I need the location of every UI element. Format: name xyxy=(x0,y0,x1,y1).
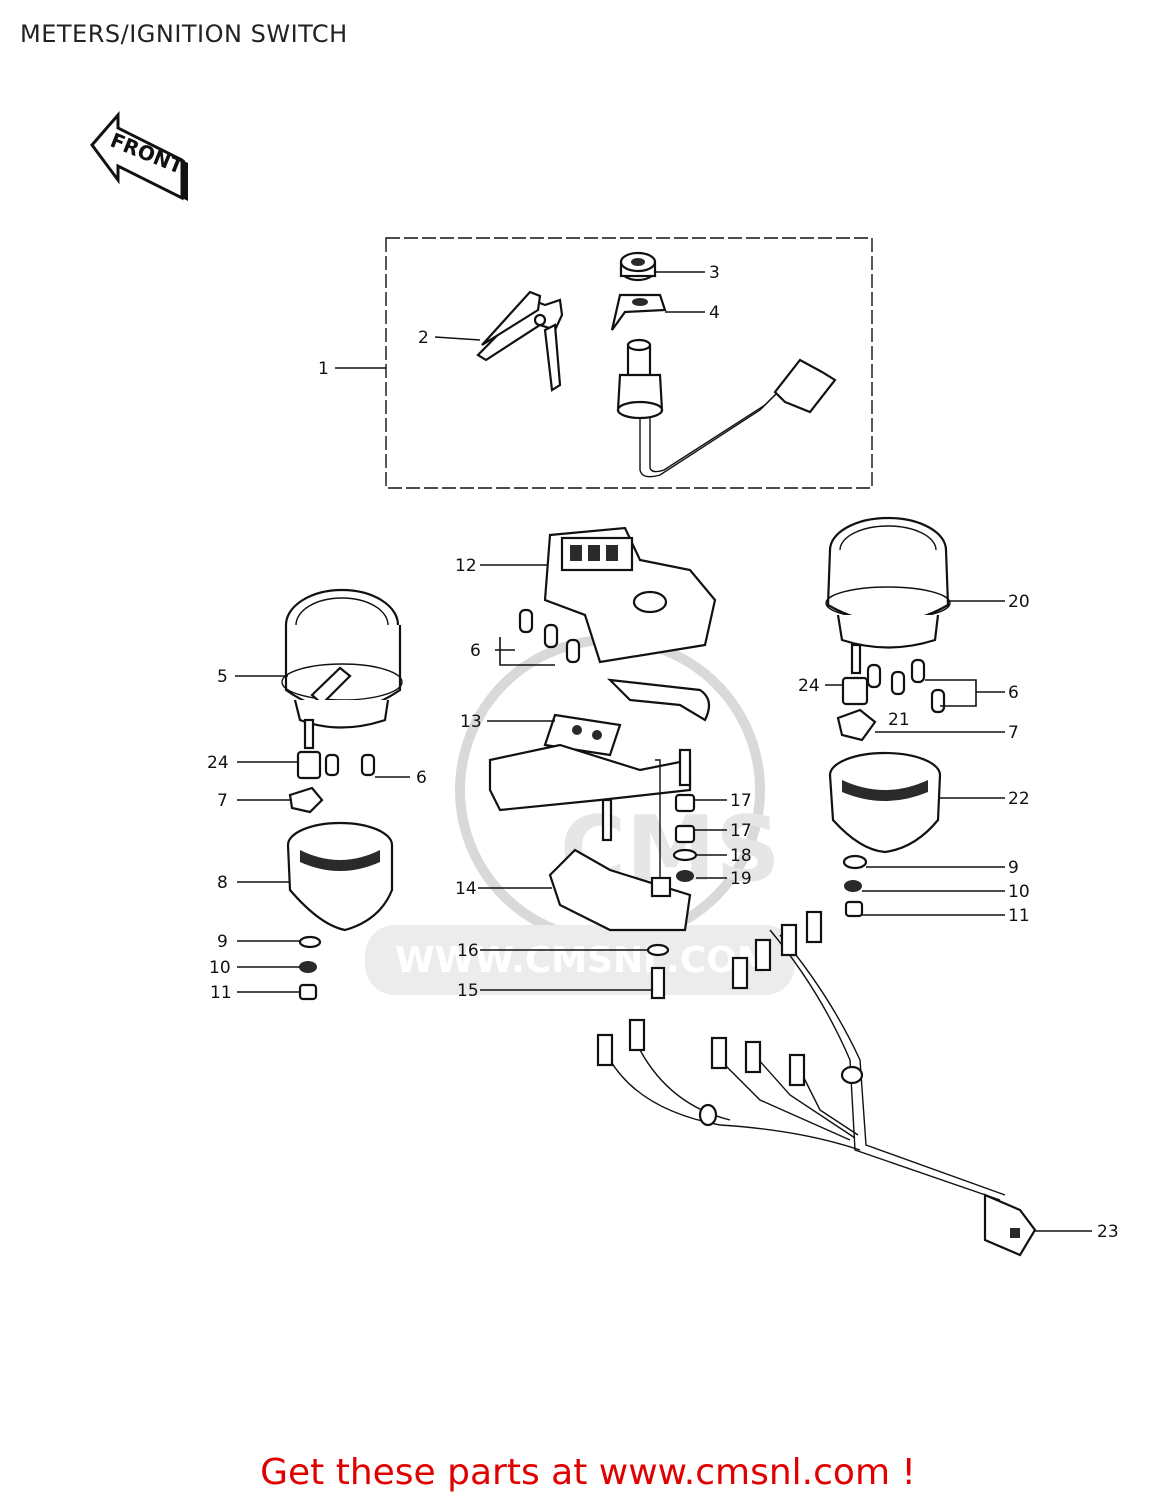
callout-4: 4 xyxy=(709,303,720,323)
callout-24-left: 24 xyxy=(207,753,229,773)
nut-icon xyxy=(619,251,657,282)
left-meter-icon xyxy=(281,588,403,750)
callout-24-right: 24 xyxy=(798,676,820,696)
callout-22: 22 xyxy=(1008,789,1030,809)
callout-16: 16 xyxy=(457,941,479,961)
right-meter-cup-icon xyxy=(828,751,942,854)
callout-2: 2 xyxy=(418,328,429,348)
mounting-plates-icon xyxy=(488,678,711,842)
switch-body-icon xyxy=(616,338,837,478)
right-meter-icon xyxy=(825,516,951,675)
page-title: METERS/IGNITION SWITCH xyxy=(20,20,348,48)
callout-10-left: 10 xyxy=(209,958,231,978)
callout-9-left: 9 xyxy=(217,932,228,952)
callout-14: 14 xyxy=(455,879,477,899)
footer-shop-link[interactable]: Get these parts at www.cmsnl.com ! xyxy=(260,1452,916,1493)
ignition-switch-assembly xyxy=(385,237,873,489)
callout-6-left: 6 xyxy=(416,768,427,788)
watermark-url: WWW.CMSNL.COM xyxy=(395,940,773,981)
center-fasteners-icon xyxy=(655,748,698,882)
callout-18: 18 xyxy=(730,846,752,866)
callout-9-right: 9 xyxy=(1008,858,1019,878)
callout-7-right: 7 xyxy=(1008,723,1019,743)
left-small-parts xyxy=(288,750,376,1001)
keys-icon xyxy=(476,290,564,392)
watermark: CMS WWW.CMSNL.COM xyxy=(365,635,795,995)
callout-17a: 17 xyxy=(730,791,752,811)
center-bulbs-icon xyxy=(518,608,581,664)
bracket-icon xyxy=(610,293,667,331)
meter-bracket-icon xyxy=(548,848,692,932)
callout-15: 15 xyxy=(457,981,479,1001)
callout-21: 21 xyxy=(888,710,910,730)
callouts: 1 2 3 4 12 5 6 13 24 6 7 8 9 10 11 14 16… xyxy=(207,263,1119,1242)
front-arrow-icon: FRONT xyxy=(90,110,188,201)
meter-housing-icon xyxy=(543,526,717,664)
parts-diagram: CMS WWW.CMSNL.COM FRONT xyxy=(90,110,1119,1257)
callout-6-right: 6 xyxy=(1008,683,1019,703)
callout-11-right: 11 xyxy=(1008,906,1030,926)
leader-lines xyxy=(235,271,1092,1232)
callout-11-left: 11 xyxy=(210,983,232,1003)
callout-23: 23 xyxy=(1097,1222,1119,1242)
wiring-harness-icon xyxy=(596,910,1037,1257)
callout-3: 3 xyxy=(709,263,720,283)
callout-7-left: 7 xyxy=(217,791,228,811)
callout-8: 8 xyxy=(217,873,228,893)
callout-20: 20 xyxy=(1008,592,1030,612)
callout-1: 1 xyxy=(318,359,329,379)
callout-6-center: 6 xyxy=(470,641,481,661)
callout-10-right: 10 xyxy=(1008,882,1030,902)
callout-12: 12 xyxy=(455,556,477,576)
callout-17b: 17 xyxy=(730,821,752,841)
right-small-parts xyxy=(836,658,946,918)
callout-5: 5 xyxy=(217,667,228,687)
callout-13: 13 xyxy=(460,712,482,732)
callout-19: 19 xyxy=(730,869,752,889)
left-meter-cup-icon xyxy=(286,821,394,932)
